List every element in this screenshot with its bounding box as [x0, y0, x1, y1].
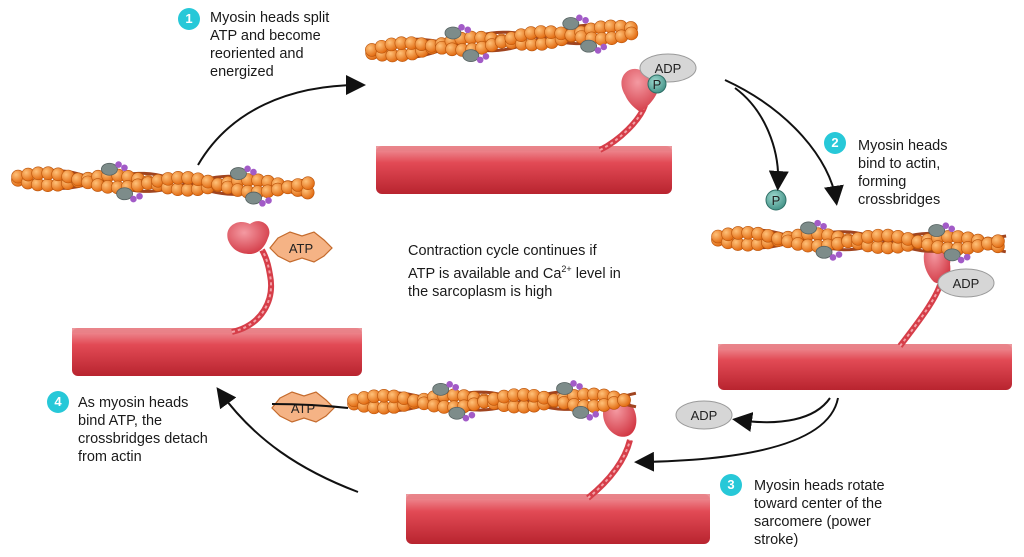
arrow-p-release [734, 87, 789, 191]
thin-filament-right [711, 219, 1007, 264]
atp-starburst-left: ATP [269, 231, 333, 263]
svg-text:ADP: ADP [953, 276, 980, 291]
arrow-4-to-1 [197, 75, 366, 166]
adp-label-right: ADP [937, 268, 995, 298]
svg-text:ADP: ADP [691, 408, 718, 423]
svg-text:ATP: ATP [291, 401, 315, 416]
myosin-head-left [227, 221, 274, 335]
myosin-head-right [897, 238, 951, 348]
arrow-3-to-4 [216, 387, 359, 493]
step-1-badge: 1 [178, 8, 200, 30]
step-3-text: Myosin heads rotate toward center of the… [754, 478, 885, 548]
adp-label-top: ADP [639, 53, 697, 83]
thick-filament-top [376, 146, 672, 194]
center-line-2-post: level in [571, 265, 621, 282]
thin-filament-left [11, 161, 315, 207]
center-line-2-pre: ATP is available and Ca [408, 265, 562, 282]
svg-text:P: P [653, 77, 662, 92]
step-4-badge: 4 [47, 391, 69, 413]
step-1-text: Myosin heads split ATP and become reorie… [210, 10, 330, 80]
arrow-1-to-2 [724, 79, 844, 206]
step-4-text: As myosin heads bind ATP, the crossbridg… [78, 395, 208, 465]
arrow-atp-bind [271, 403, 349, 409]
arrow-2-to-3 [634, 397, 839, 472]
phosphate-top: P [647, 74, 667, 94]
thick-filament-left [72, 328, 362, 376]
center-line-2: ATP is available and Ca2+ level in [408, 260, 621, 283]
step-2-text: Myosin heads bind to actin, forming cros… [858, 138, 948, 208]
atp-starburst-bottom: ATP [271, 391, 335, 423]
step-2-badge: 2 [824, 132, 846, 154]
thin-filament-top [365, 14, 639, 64]
center-line-3: the sarcoplasm is high [408, 283, 553, 300]
step-3-badge: 3 [720, 474, 742, 496]
thin-filament-bottom [347, 380, 637, 422]
phosphate-released: P [765, 189, 787, 211]
svg-text:ADP: ADP [655, 61, 682, 76]
contraction-cycle-note: Contraction cycle continues if ATP is av… [408, 242, 621, 301]
thick-filament-bottom [406, 494, 710, 544]
svg-text:P: P [772, 193, 781, 208]
thick-filament-right [718, 344, 1012, 390]
adp-label-released: ADP [675, 400, 733, 430]
center-line-1: Contraction cycle continues if [408, 243, 597, 259]
svg-text:ATP: ATP [289, 241, 313, 256]
arrow-adp-release [732, 397, 831, 432]
calcium-charge: 2+ [561, 264, 572, 274]
